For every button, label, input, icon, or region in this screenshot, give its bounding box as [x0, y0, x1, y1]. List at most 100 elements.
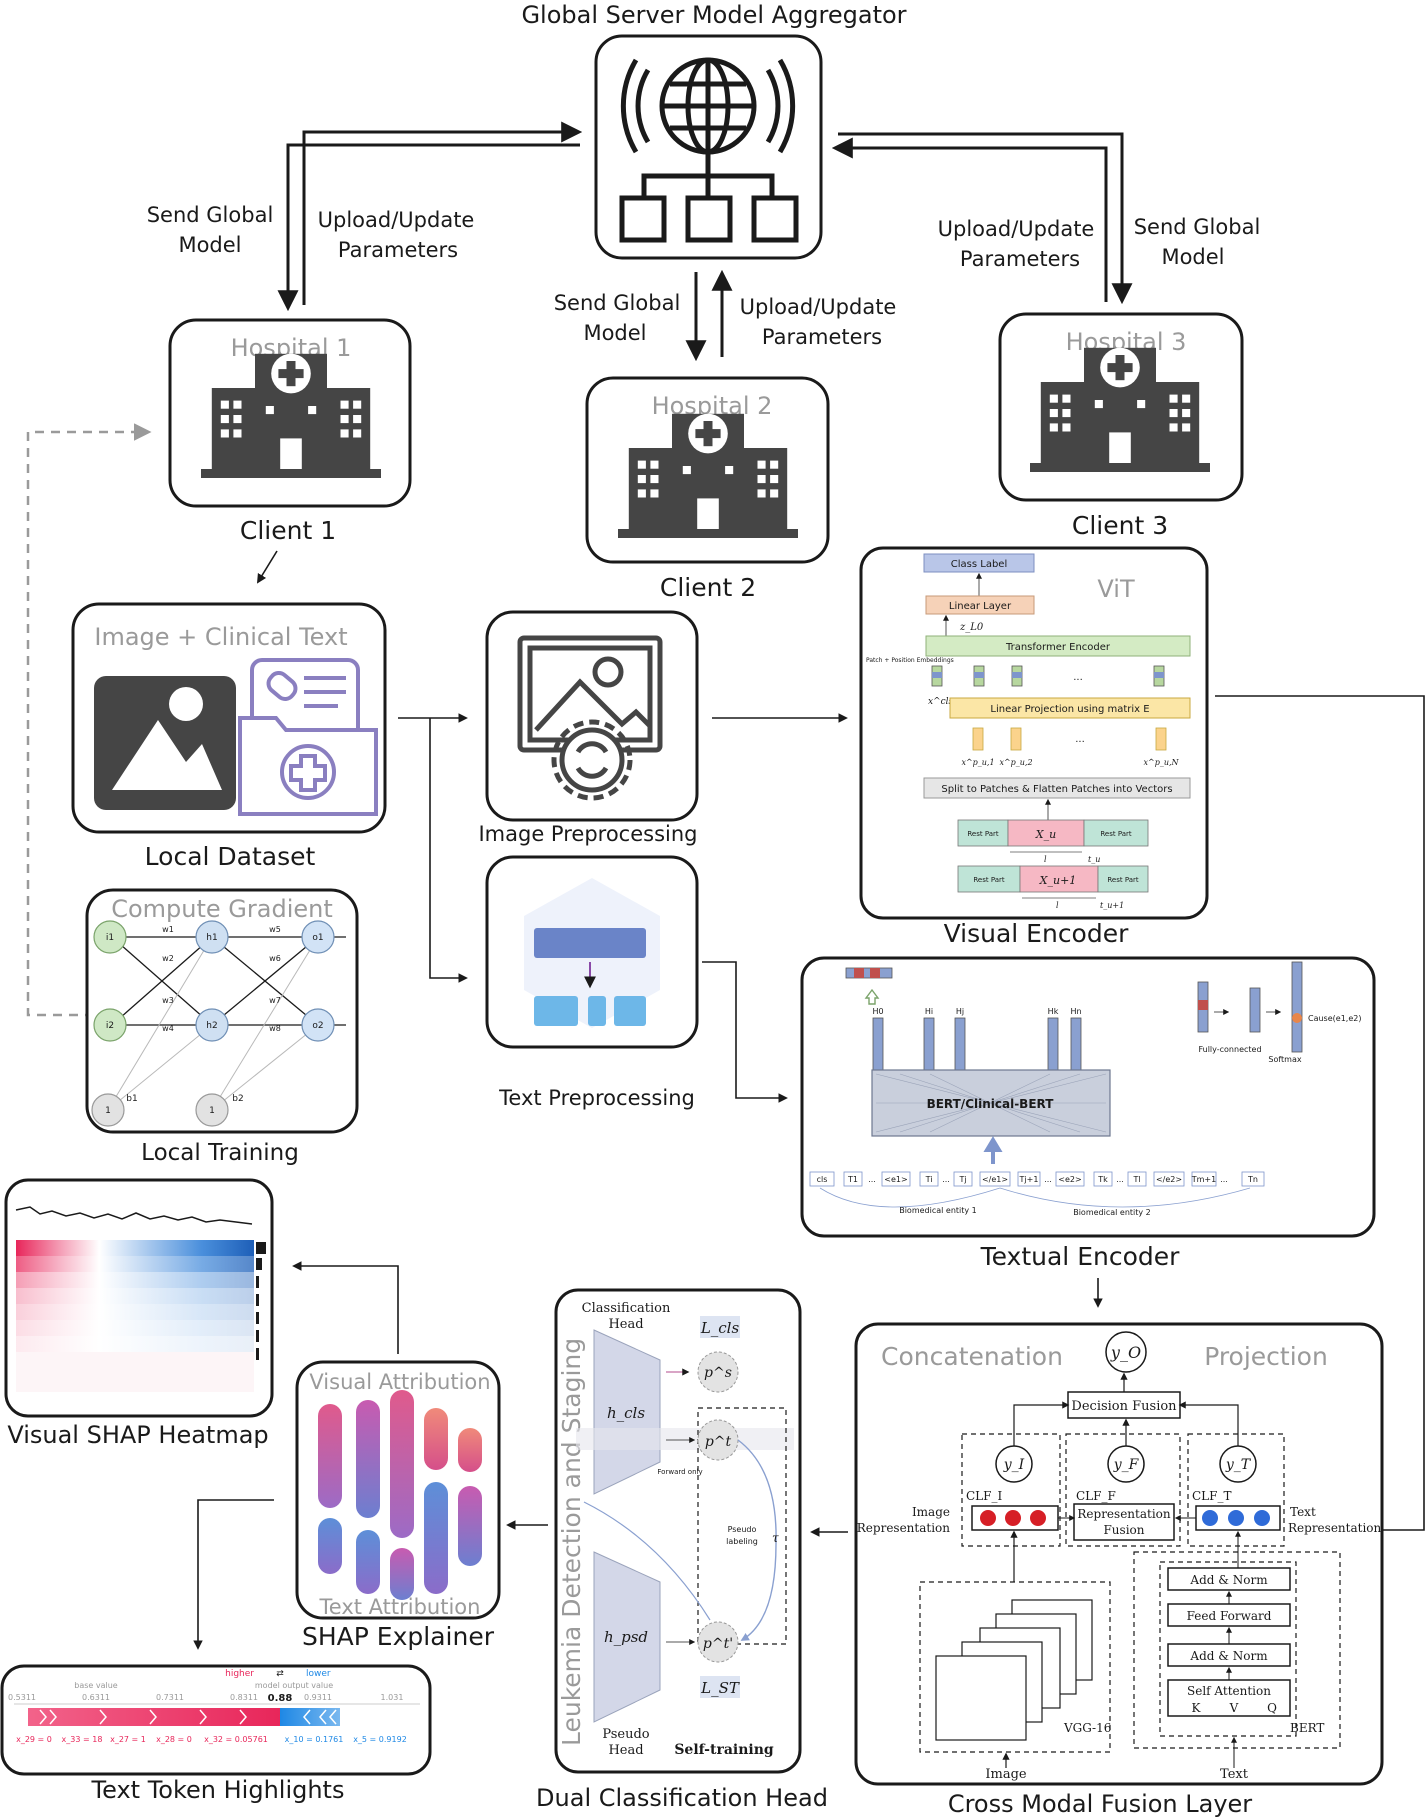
feature-to-pseudo-curve — [583, 1501, 711, 1621]
svg-text:w1: w1 — [162, 925, 174, 934]
svg-text:cls: cls — [817, 1175, 828, 1184]
legend-arrows: ⇄ — [276, 1669, 284, 1679]
h-psd-text: h_psd — [604, 1628, 648, 1646]
compute-gradient-label: Compute Gradient — [111, 895, 333, 923]
text-token-highlights: higher ⇄ lower model output value base v… — [0, 1664, 432, 1804]
svg-text:Self Attention: Self Attention — [1187, 1684, 1271, 1698]
client-3-label: Client 3 — [1072, 511, 1168, 540]
svg-text:x_27 = 1: x_27 = 1 — [110, 1735, 146, 1744]
projection-label: Projection — [1204, 1342, 1328, 1371]
svg-text:Hk: Hk — [1048, 1007, 1059, 1016]
upload-label-1: Upload/Update — [318, 208, 475, 232]
svg-text:T1: T1 — [847, 1175, 858, 1184]
classification-head-label-1: Classification — [582, 1301, 671, 1316]
decision-fusion-text: Decision Fusion — [1071, 1399, 1177, 1414]
image-preprocessing-box — [485, 610, 699, 822]
svg-text:y_T: y_T — [1225, 1457, 1252, 1473]
image-preprocessing-caption: Image Preprocessing — [478, 822, 697, 846]
image-input-label: Image — [985, 1767, 1027, 1782]
heatmap-signal-line — [15, 1206, 253, 1225]
svg-text:Tj+1: Tj+1 — [1019, 1175, 1039, 1184]
nn-weight-labels: w1 w2 w3 w4 w5 w6 w7 w8 — [162, 925, 281, 1033]
federation-labels: Send Global Model Upload/Update Paramete… — [147, 203, 1261, 349]
class-label-block — [923, 553, 1035, 573]
visual-encoder-caption: Visual Encoder — [944, 919, 1130, 948]
svg-text:...: ... — [1220, 1175, 1228, 1184]
local-training-caption: Local Training — [141, 1140, 299, 1166]
split-block — [923, 777, 1191, 799]
visual-attribution-label: Visual Attribution — [309, 1370, 490, 1394]
send-global-label-3: Send Global — [1134, 215, 1261, 239]
l-cls-badge — [700, 1316, 740, 1338]
client-2-label: Client 2 — [660, 573, 756, 602]
svg-text:Fusion: Fusion — [1103, 1523, 1144, 1537]
classifier-head: Fully-connected Softmax Cause(e1,e2) — [1197, 961, 1361, 1064]
local-dataset: Image + Clinical Text Local Dataset — [71, 602, 387, 871]
heatmap-caption: Visual SHAP Heatmap — [7, 1421, 268, 1449]
svg-text:x_10 = 0.1761: x_10 = 0.1761 — [285, 1735, 344, 1744]
svg-text:Rest Part: Rest Part — [967, 830, 999, 838]
output-token-strip — [845, 967, 893, 979]
transformer-encoder-text: Transformer Encoder — [1005, 642, 1111, 653]
svg-text:1: 1 — [209, 1106, 215, 1116]
higher-label: higher — [225, 1669, 254, 1679]
self-training-label: Self-training — [674, 1742, 774, 1758]
upload-label-2: Upload/Update — [740, 295, 897, 319]
p-t2-text: p^t' — [703, 1636, 733, 1652]
vgg16-block: VGG-16 — [919, 1530, 1111, 1768]
svg-text:BERT: BERT — [1290, 1721, 1324, 1735]
l-st-badge — [700, 1676, 740, 1698]
svg-text:b1: b1 — [126, 1094, 137, 1104]
svg-text:Add & Norm: Add & Norm — [1189, 1649, 1268, 1663]
image-representation-label-1: Image — [912, 1505, 950, 1519]
svg-text:x_32 = 0.05761: x_32 = 0.05761 — [204, 1735, 268, 1744]
svg-text:w2: w2 — [162, 954, 174, 963]
svg-text:Add & Norm: Add & Norm — [1189, 1573, 1268, 1587]
svg-text:...: ... — [868, 1175, 876, 1184]
svg-text:0.9311: 0.9311 — [304, 1693, 332, 1702]
svg-text:o1: o1 — [312, 933, 323, 943]
send-global-label-1: Send Global — [147, 203, 274, 227]
client1-to-dataset-arrow — [256, 550, 278, 584]
token-caption: Text Token Highlights — [91, 1776, 345, 1804]
output-nodes — [301, 920, 335, 1042]
p-t-text: p^t — [705, 1434, 732, 1450]
local-dataset-caption: Local Dataset — [145, 842, 316, 871]
pseudo-labeling-2: labeling — [726, 1537, 758, 1546]
shap-bars-icon — [318, 1390, 482, 1600]
vertical-title: Leukemia Detection and Staging — [557, 1338, 586, 1746]
gradient-feedback-arrow — [26, 423, 152, 1017]
input-tokens: cls T1 ... <e1> Ti ... Tj </e1> Tj+1 ...… — [809, 1171, 1265, 1187]
svg-text:1: 1 — [105, 1106, 111, 1116]
hospital-3: Hospital 3 Client 3 — [998, 312, 1244, 540]
shap-caption: SHAP Explainer — [302, 1622, 495, 1651]
svg-text:x^p_u,1: x^p_u,1 — [961, 758, 994, 767]
classification-head-label-2: Head — [608, 1317, 643, 1332]
softmax-label: Softmax — [1268, 1055, 1301, 1064]
feature-labels: x_29 = 0 x_33 = 18 x_27 = 1 x_28 = 0 x_3… — [16, 1735, 407, 1744]
linear-layer-block — [925, 595, 1035, 615]
force-plot-bars — [28, 1708, 340, 1726]
l-st-text: L_ST — [700, 1679, 740, 1697]
bert-stack: Add & Norm Feed Forward Add & Norm Self … — [1133, 1530, 1341, 1768]
pseudo-head-label-2: Head — [608, 1743, 643, 1758]
global-server: Global Server Model Aggregator — [521, 1, 907, 260]
svg-text:Hi: Hi — [925, 1007, 933, 1016]
svg-text:X_u: X_u — [1035, 828, 1056, 841]
svg-text:h1: h1 — [206, 933, 217, 943]
dual-classification-head: Leukemia Detection and Staging Classific… — [536, 1288, 828, 1812]
text-preprocessing: Text Preprocessing — [485, 855, 699, 1110]
image-preprocessing: Image Preprocessing — [478, 610, 699, 846]
model-label-3: Model — [1161, 245, 1224, 269]
z-label: z_L0 — [959, 622, 984, 633]
svg-text:i2: i2 — [106, 1021, 114, 1031]
linear-projection-block — [949, 697, 1191, 719]
cause-label: Cause(e1,e2) — [1308, 1014, 1361, 1023]
bias-nodes — [91, 1093, 229, 1127]
model-label-2: Model — [583, 321, 646, 345]
svg-text:w4: w4 — [162, 1024, 174, 1033]
p-s-node — [697, 1351, 739, 1393]
globe-network-icon — [619, 57, 799, 243]
svg-text:y_I: y_I — [1003, 1457, 1025, 1473]
